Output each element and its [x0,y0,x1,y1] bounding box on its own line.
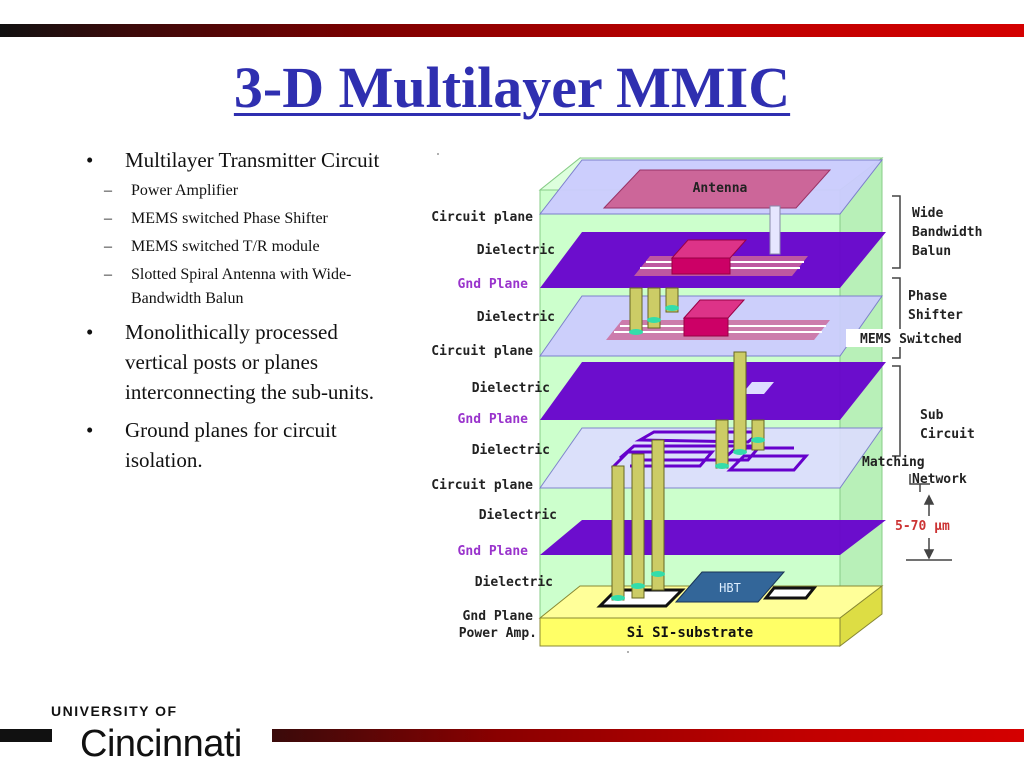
bullet-marker: • [86,148,94,172]
opening-gnd-2 [742,382,774,394]
substrate-right [839,584,883,648]
layer-label: Dielectric [475,575,553,590]
stray-dot [437,153,439,155]
layer-label: Dielectric [472,443,550,458]
sub-bullet-item: –Power Amplifier [104,182,239,199]
layer-label: Gnd Plane [458,412,529,427]
layer-label: Power Amp. [459,626,537,641]
multilayer-diagram: Si SI-substrate HBT Antenna [431,153,986,653]
phase-shifter-label: Phase [908,289,947,304]
bullet-text: Monolithically processed vertical posts … [125,320,375,404]
bullet-item: • Ground planes for circuit isolation. [86,415,386,475]
top-decorative-bar [0,24,1024,37]
sub-bullet-item: –MEMS switched Phase Shifter [104,210,328,227]
mems-label-bg [846,329,986,347]
pa-pad-right [762,586,818,600]
sub-bullet-item: –Slotted Spiral Antenna with Wide-Bandwi… [104,266,352,307]
right-brackets [892,195,901,457]
sub-bullet-text: MEMS switched T/R module [131,238,320,255]
antenna-label: Antenna [693,181,748,196]
layer-label: Circuit plane [431,344,533,359]
university-logo-top-text: UNIVERSITY OF [51,703,178,719]
layer-label: Circuit plane [431,478,533,493]
vertical-posts [611,287,765,601]
sub-bullet-list: –Power Amplifier –MEMS switched Phase Sh… [86,179,386,311]
layer-label: Dielectric [477,310,555,325]
bullet-list: • Multilayer Transmitter Circuit –Power … [86,145,386,477]
slide-title: 3-D Multilayer MMIC [233,55,791,120]
bullet-marker: • [86,320,94,344]
phase-shifter-label: Shifter [908,308,963,323]
hbt-label: HBT [719,581,741,595]
balun-label: Balun [912,244,951,259]
bullet-text: Multilayer Transmitter Circuit [125,148,380,172]
layer-label: Gnd Plane [458,544,529,559]
layer-label: Dielectric [477,243,555,258]
layer-label: Gnd Plane [458,277,529,292]
hbt-block [674,571,786,603]
bullet-text: Ground planes for circuit isolation. [125,418,337,472]
circuit-plane-3 [539,427,883,489]
balun-label: Wide [912,206,943,221]
layer-label: Dielectric [472,381,550,396]
left-layer-labels: Circuit plane Dielectric Gnd Plane Diele… [431,210,557,641]
layer-label: Circuit plane [431,210,533,225]
university-logo-name: Cincinnati [80,723,242,765]
substrate-label: Si SI-substrate [627,625,753,641]
phase-shifter-block-front [683,317,729,337]
sub-bullet-item: –MEMS switched T/R module [104,238,320,255]
sub-circuit-label: Sub [920,408,944,423]
stray-dot [627,651,629,653]
sub-circuit-label: Circuit [920,427,975,442]
sub-bullet-text: MEMS switched Phase Shifter [131,210,328,227]
balun-block-front [671,257,731,275]
layer-label: Gnd Plane [463,609,534,624]
right-labels: Wide Bandwidth Balun Phase Shifter MEMS … [846,206,986,534]
thickness-arrows [906,474,952,561]
antenna-feed-post [769,205,781,255]
sub-bullet-text: Slotted Spiral Antenna with Wide-Bandwid… [131,266,352,307]
dielectric-layer-4 [540,520,886,555]
matching-network-label: Matching [862,455,925,470]
bullet-marker: • [86,418,94,442]
mems-switched-label: MEMS Switched [860,332,962,347]
post-contacts [611,305,765,601]
bullet-item: • Multilayer Transmitter Circuit [86,145,386,175]
sub-bullet-text: Power Amplifier [131,182,239,199]
bullet-item: • Monolithically processed vertical post… [86,317,386,407]
antenna-patch [602,169,832,209]
balun-label: Bandwidth [912,225,982,240]
thickness-label: 5-70 µm [895,519,950,534]
layer-label: Dielectric [479,508,557,523]
dielectric-layer-3 [540,362,886,420]
bottom-decorative-bar [0,729,1024,742]
